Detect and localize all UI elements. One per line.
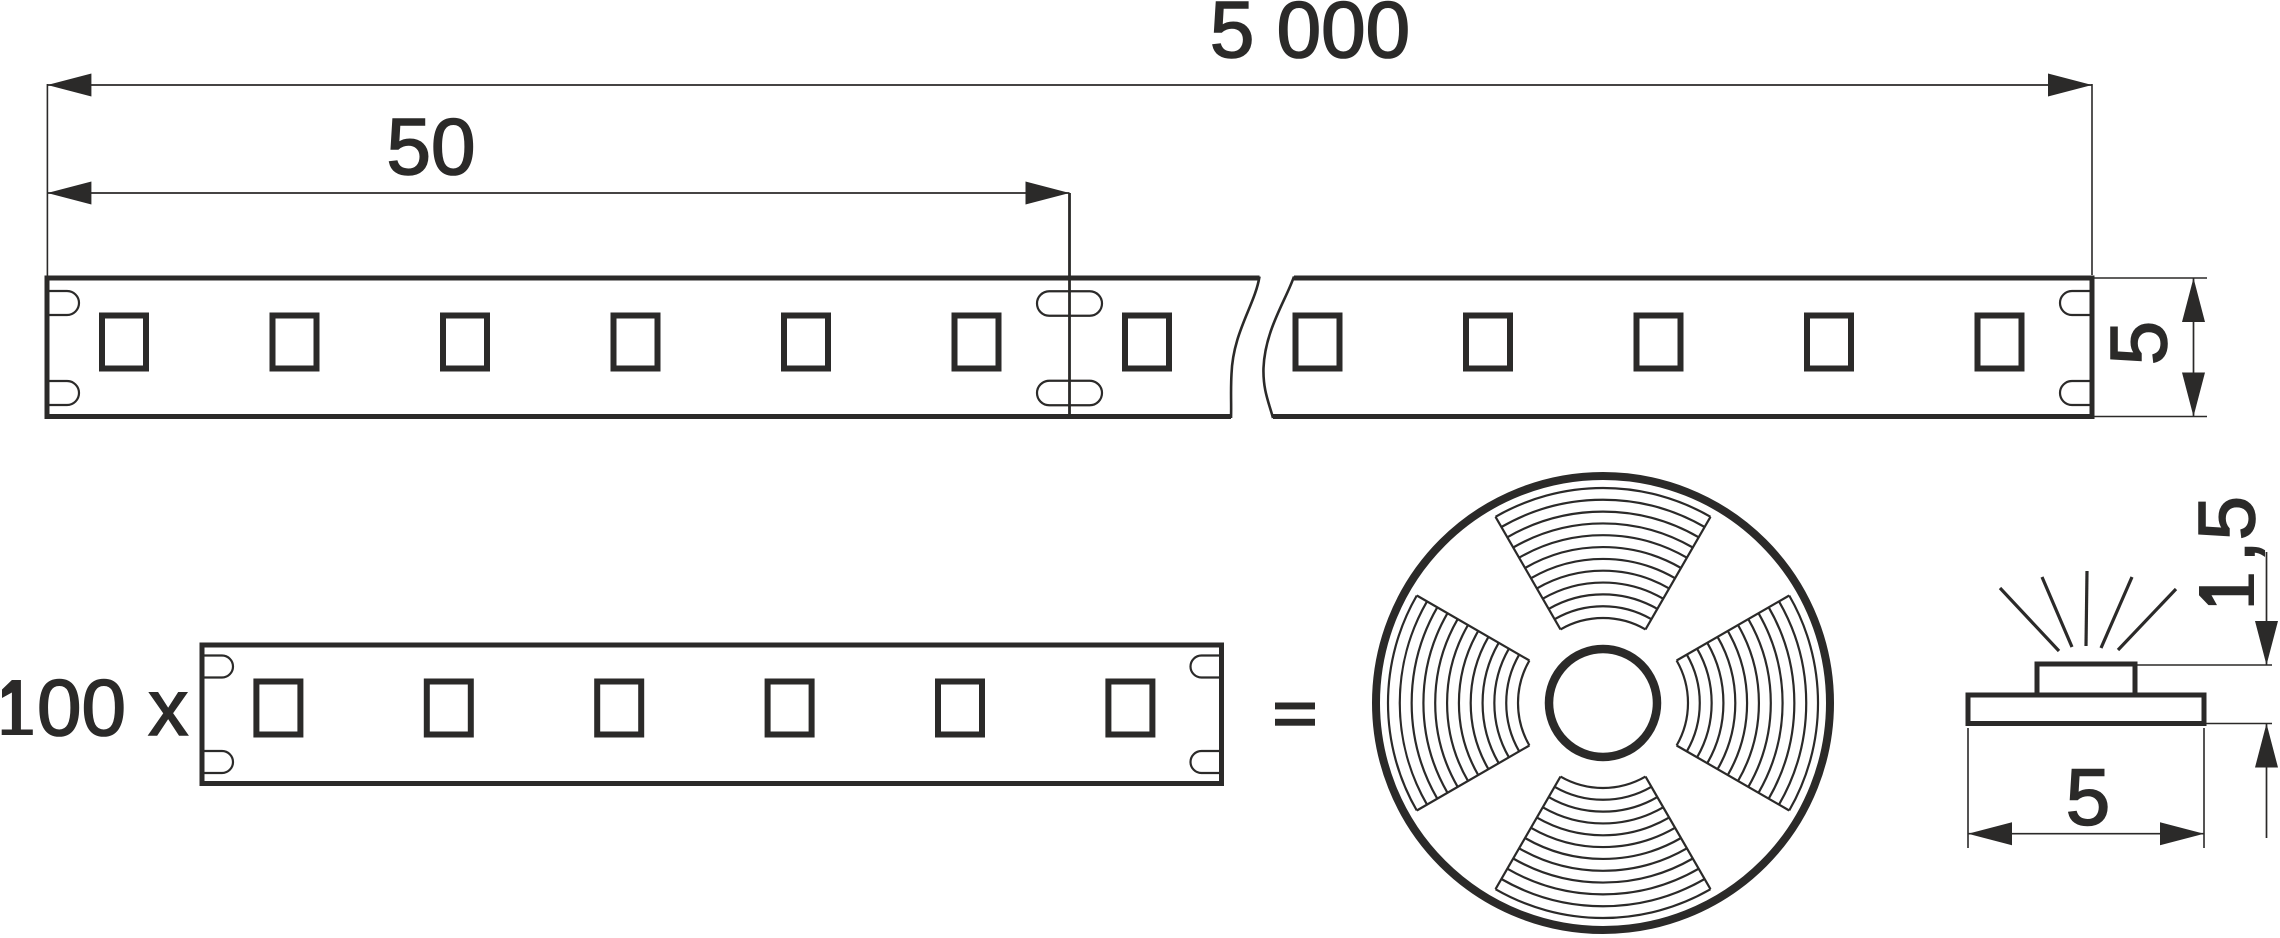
svg-text:00 x: 00 x [37,663,188,752]
svg-text:50: 50 [387,102,476,191]
svg-text:5 000: 5 000 [1210,0,1410,74]
svg-text:5: 5 [2094,321,2183,366]
svg-text:,5: ,5 [2182,496,2271,563]
svg-text:5: 5 [2066,753,2111,842]
